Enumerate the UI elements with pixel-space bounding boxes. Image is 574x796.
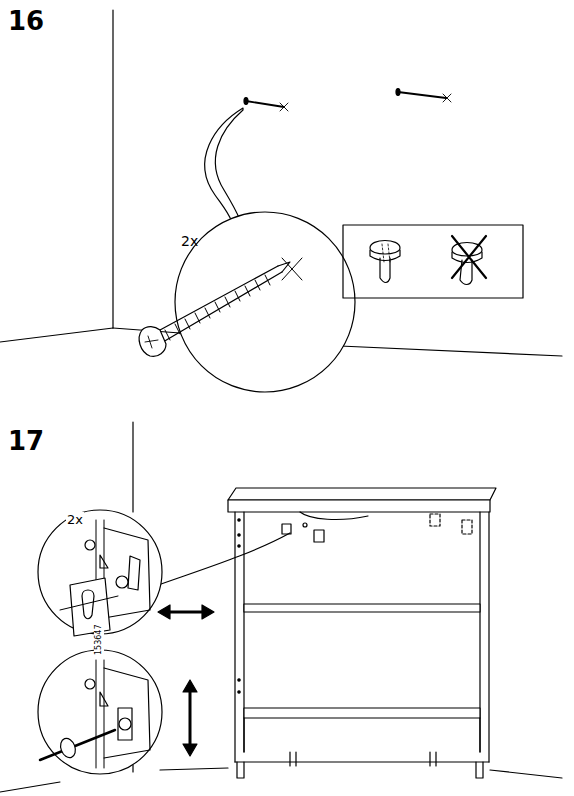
wall-corner bbox=[132, 422, 133, 512]
detail-circle bbox=[175, 212, 355, 392]
wall-screw bbox=[244, 98, 288, 112]
floor-edge bbox=[340, 346, 562, 356]
screw-head-wrong bbox=[452, 236, 486, 285]
floor-edge bbox=[0, 328, 113, 342]
wall-corner bbox=[112, 10, 113, 328]
step-number: 17 bbox=[8, 428, 44, 454]
screw-head-correct bbox=[370, 241, 400, 283]
step-number: 16 bbox=[8, 8, 44, 34]
screw-detail bbox=[139, 258, 302, 356]
quantity-label: 2x bbox=[181, 234, 198, 248]
wall-screw bbox=[396, 89, 451, 103]
part-number: 153647 bbox=[94, 624, 104, 657]
quantity-label: 2x bbox=[66, 512, 84, 527]
wall-corner bbox=[132, 765, 133, 772]
floor-edge bbox=[0, 782, 60, 792]
bracket-detail bbox=[38, 510, 162, 636]
floor-edge bbox=[160, 768, 228, 770]
callout-leader bbox=[150, 533, 290, 588]
hint-box bbox=[343, 225, 523, 298]
cabinet bbox=[228, 488, 496, 778]
floor-edge bbox=[490, 770, 562, 778]
adjust-arrows bbox=[158, 605, 214, 756]
callout-tail bbox=[205, 108, 243, 222]
adjust-detail bbox=[38, 650, 162, 774]
